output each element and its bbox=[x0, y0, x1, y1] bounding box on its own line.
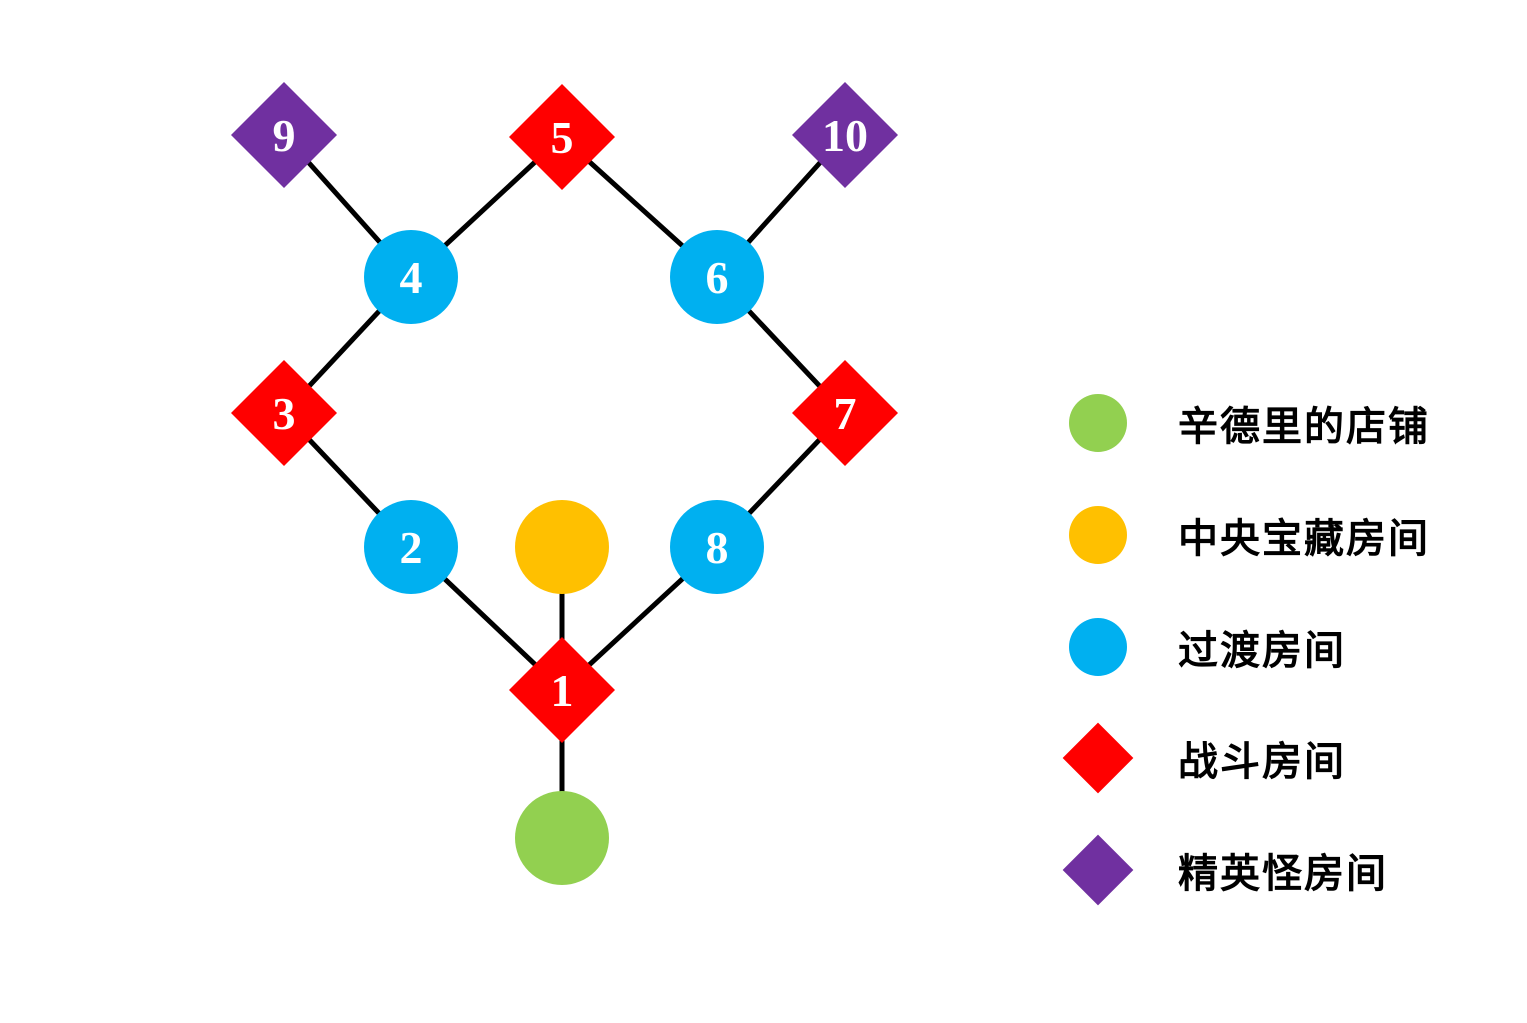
legend-marker-cell bbox=[1040, 597, 1156, 697]
node-2 bbox=[364, 500, 458, 594]
node-label-8: 8 bbox=[706, 522, 729, 573]
legend: 辛德里的店铺 中央宝藏房间 过渡房间 战斗房间 精英怪房间 bbox=[1040, 0, 1510, 1023]
legend-label-shop: 辛德里的店铺 bbox=[1178, 404, 1430, 449]
node-9 bbox=[231, 82, 337, 188]
legend-item-shop: 辛德里的店铺 bbox=[1040, 373, 1430, 473]
legend-label-transition: 过渡房间 bbox=[1178, 628, 1346, 673]
elite-diamond-icon bbox=[1062, 834, 1134, 906]
legend-item-elite: 精英怪房间 bbox=[1040, 820, 1388, 920]
node-label-6: 6 bbox=[706, 252, 729, 303]
legend-item-battle: 战斗房间 bbox=[1040, 708, 1346, 808]
node-8 bbox=[670, 500, 764, 594]
legend-label-battle: 战斗房间 bbox=[1178, 739, 1346, 784]
node-10 bbox=[792, 82, 898, 188]
treasure-circle-icon bbox=[1069, 506, 1127, 564]
node-label-10: 10 bbox=[822, 110, 868, 161]
node-label-3: 3 bbox=[273, 388, 296, 439]
legend-item-transition: 过渡房间 bbox=[1040, 597, 1346, 697]
shop-circle-icon bbox=[1069, 394, 1127, 452]
legend-label-treasure: 中央宝藏房间 bbox=[1178, 516, 1430, 561]
node-1 bbox=[509, 637, 615, 743]
transition-circle-icon bbox=[1069, 618, 1127, 676]
node-label-7: 7 bbox=[834, 388, 857, 439]
node-treasure bbox=[515, 500, 609, 594]
node-label-5: 5 bbox=[551, 112, 574, 163]
legend-item-treasure: 中央宝藏房间 bbox=[1040, 485, 1430, 585]
node-label-4: 4 bbox=[400, 252, 423, 303]
node-5 bbox=[509, 84, 615, 190]
node-label-9: 9 bbox=[273, 110, 296, 161]
node-shop bbox=[515, 791, 609, 885]
legend-marker-cell bbox=[1040, 708, 1156, 808]
legend-marker-cell bbox=[1040, 373, 1156, 473]
legend-marker-cell bbox=[1040, 820, 1156, 920]
node-label-2: 2 bbox=[400, 522, 423, 573]
node-4 bbox=[364, 230, 458, 324]
legend-marker-cell bbox=[1040, 485, 1156, 585]
battle-diamond-icon bbox=[1062, 722, 1134, 794]
node-7 bbox=[792, 360, 898, 466]
legend-label-elite: 精英怪房间 bbox=[1178, 851, 1388, 896]
node-label-1: 1 bbox=[551, 665, 574, 716]
node-6 bbox=[670, 230, 764, 324]
node-3 bbox=[231, 360, 337, 466]
